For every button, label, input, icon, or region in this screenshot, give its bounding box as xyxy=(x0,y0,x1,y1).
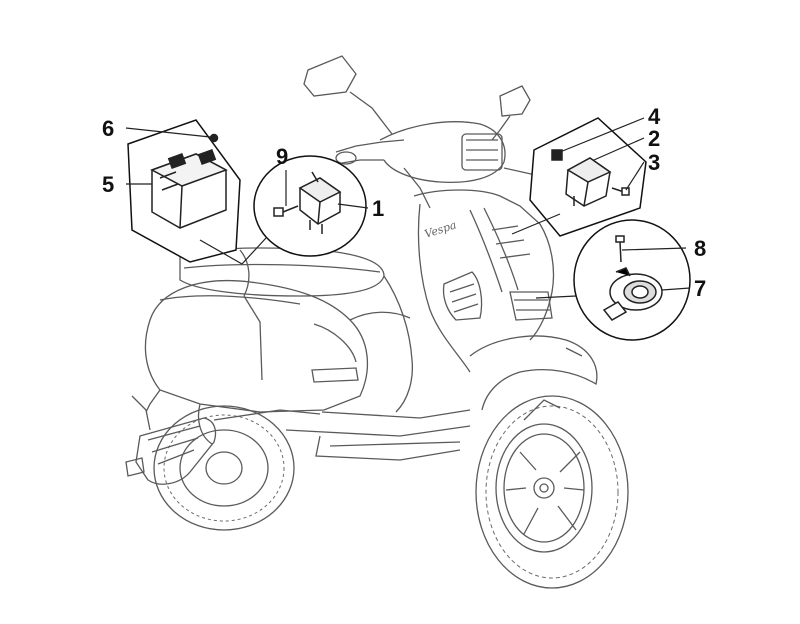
callout-3: 3 xyxy=(648,150,660,175)
callout-9: 9 xyxy=(276,144,288,169)
leader-3 xyxy=(625,161,645,191)
callout-7: 7 xyxy=(694,276,706,301)
callout-1: 1 xyxy=(372,196,384,221)
relay-bracket-screw xyxy=(611,187,630,196)
leader-lines xyxy=(125,117,691,291)
callout-4: 4 xyxy=(648,104,661,129)
leader-8 xyxy=(621,247,687,251)
callout-numbers: 6 5 9 1 4 2 3 8 7 xyxy=(102,104,706,301)
brand-script: Vespa xyxy=(423,218,458,240)
callout-6: 6 xyxy=(102,116,114,141)
horn-zoom-panel xyxy=(535,219,691,341)
callout-8: 8 xyxy=(694,236,706,261)
leader-7 xyxy=(661,287,691,291)
battery-terminal-screw xyxy=(209,133,219,143)
horn xyxy=(602,267,663,321)
leader-1 xyxy=(337,203,369,209)
front-wheel xyxy=(475,395,629,589)
battery xyxy=(150,148,228,229)
relay-screw xyxy=(273,205,299,217)
exhaust xyxy=(125,409,321,485)
leader-2 xyxy=(593,137,645,161)
left-mirror xyxy=(303,55,393,135)
right-mirror xyxy=(491,85,531,141)
relay-bracket xyxy=(551,149,563,161)
horn-screw xyxy=(615,235,625,263)
callout-2: 2 xyxy=(648,126,660,151)
callout-5: 5 xyxy=(102,172,114,197)
turn-signal-relay xyxy=(565,157,612,207)
rear-wheel xyxy=(153,405,295,531)
leader-4 xyxy=(559,117,645,153)
relay xyxy=(298,171,342,234)
leader-6 xyxy=(125,127,211,138)
